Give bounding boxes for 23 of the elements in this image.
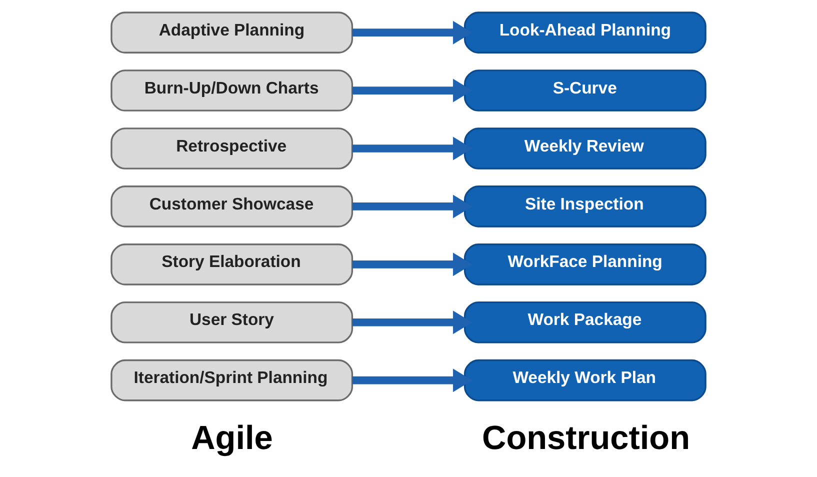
arrow	[352, 194, 472, 218]
arrow	[352, 368, 472, 392]
node-box: S-Curve	[464, 70, 706, 112]
node-box: Work Package	[464, 301, 706, 344]
node-box: Weekly Work Plan	[464, 359, 706, 402]
arrow	[352, 78, 472, 102]
label: Agile	[191, 420, 273, 457]
arrow	[352, 252, 472, 276]
node-box: Story Elaboration	[110, 244, 354, 286]
arrow	[352, 20, 472, 44]
node-box: Retrospective	[110, 128, 354, 170]
node-box: Site Inspection	[464, 186, 706, 228]
label: Construction	[482, 420, 690, 457]
node-box: Weekly Review	[464, 128, 706, 170]
arrow	[352, 136, 472, 160]
node-box: Look-Ahead Planning	[464, 12, 706, 54]
node-box: User Story	[110, 301, 354, 344]
node-box: WorkFace Planning	[464, 244, 706, 286]
arrow	[352, 310, 472, 334]
node-box: Adaptive Planning	[110, 12, 354, 54]
node-box: Customer Showcase	[110, 186, 354, 228]
node-box: Burn-Up/Down Charts	[110, 70, 354, 112]
node-box: Iteration/Sprint Planning	[110, 359, 354, 402]
